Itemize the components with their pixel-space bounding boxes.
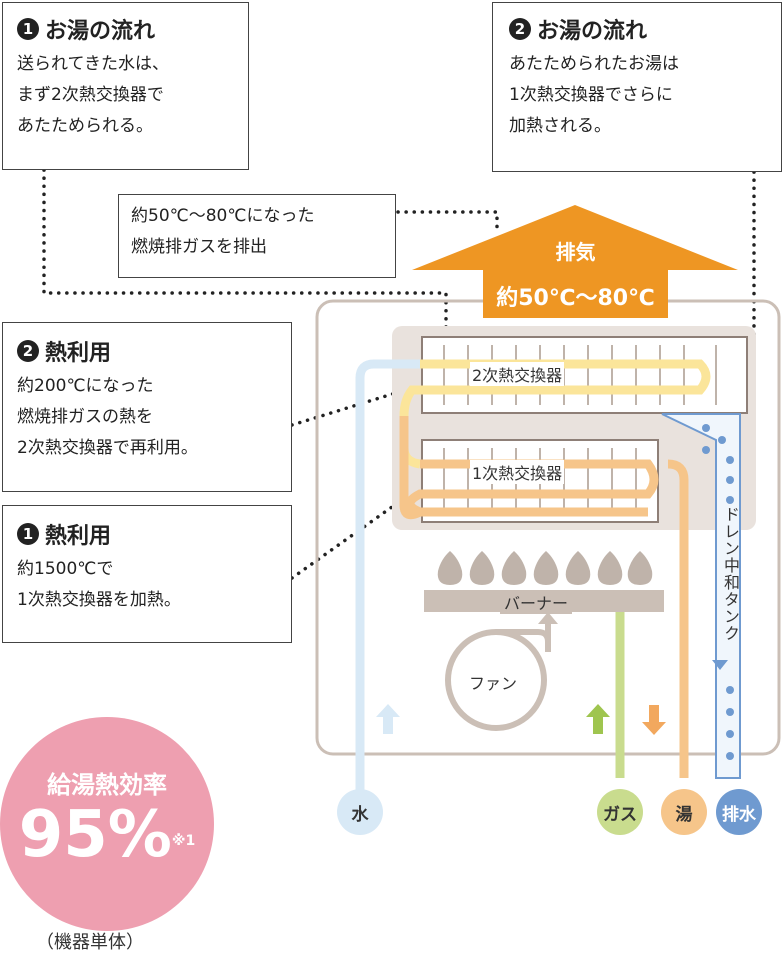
drain-drops bbox=[702, 424, 734, 760]
exhaust-temp: 約50℃〜80℃ bbox=[496, 286, 655, 311]
number-badge: 2 bbox=[509, 18, 531, 40]
callout-line: 約200℃になった bbox=[17, 376, 154, 396]
unit-caption: （機器単体） bbox=[36, 932, 144, 953]
callout-line: 燃焼排ガスの熱を bbox=[17, 407, 153, 427]
callout-line: まず2次熱交換器で bbox=[17, 85, 164, 105]
number-badge: 1 bbox=[17, 18, 39, 40]
exhaust-arrow bbox=[412, 205, 738, 318]
port-water: 水 bbox=[337, 789, 383, 835]
callout-line: 約50℃〜80℃になった bbox=[131, 206, 315, 226]
hx1-coil bbox=[405, 459, 689, 778]
water-in-arrow bbox=[376, 704, 400, 734]
leader-exhaust bbox=[396, 210, 499, 234]
callout-line: 燃焼排ガスを排出 bbox=[131, 237, 267, 257]
number-badge: 1 bbox=[17, 523, 39, 545]
callout-line: 2次熱交換器で再利用。 bbox=[17, 438, 198, 458]
gas-in-arrow bbox=[586, 704, 610, 734]
callout-title: お湯の流れ bbox=[537, 19, 648, 44]
callout-line: 約1500℃で bbox=[17, 559, 114, 579]
port-hot-water: 湯 bbox=[661, 789, 707, 835]
callout-flow2: 2 お湯の流れ あたためられたお湯は 1次熱交換器でさらに 加熱される。 bbox=[492, 2, 782, 172]
callout-heat2: 2 熱利用 約200℃になった 燃焼排ガスの熱を 2次熱交換器で再利用。 bbox=[2, 322, 292, 492]
hx2-label: 2次熱交換器 bbox=[470, 362, 565, 386]
drain-tank-label: ドレン中和タンク bbox=[721, 506, 740, 642]
callout-heat1: 1 熱利用 約1500℃で 1次熱交換器を加熱。 bbox=[2, 505, 292, 643]
callout-line: あたためられたお湯は bbox=[509, 54, 679, 74]
port-drain: 排水 bbox=[716, 789, 762, 835]
burner-flames bbox=[437, 551, 653, 585]
efficiency-label: 給湯熱効率 bbox=[47, 771, 167, 799]
fan-label: ファン bbox=[469, 674, 518, 693]
callout-flow1: 1 お湯の流れ 送られてきた水は、 まず2次熱交換器で あたためられる。 bbox=[2, 2, 249, 170]
callout-line: 1次熱交換器でさらに bbox=[509, 85, 673, 105]
burner-label: バーナー bbox=[500, 590, 573, 614]
efficiency-value: 95% bbox=[18, 798, 172, 872]
coil-joint bbox=[399, 416, 423, 520]
hx1-label: 1次熱交換器 bbox=[470, 460, 565, 484]
fan-arrow bbox=[538, 612, 558, 624]
leader-flow1 bbox=[42, 168, 448, 472]
callout-line: 送られてきた水は、 bbox=[17, 54, 169, 74]
callout-exhaust: 約50℃〜80℃になった 燃焼排ガスを排出 bbox=[118, 194, 396, 278]
callout-line: 加熱される。 bbox=[509, 116, 611, 136]
callout-title: 熱利用 bbox=[45, 341, 112, 366]
callout-title: 熱利用 bbox=[45, 524, 112, 549]
drain-tank bbox=[661, 413, 741, 779]
drain-arrow bbox=[712, 660, 728, 670]
port-gas: ガス bbox=[597, 789, 643, 835]
efficiency-note: ※1 bbox=[171, 833, 196, 849]
efficiency-badge: 給湯熱効率 95%※1 bbox=[0, 717, 214, 931]
callout-line: 1次熱交換器を加熱。 bbox=[17, 590, 181, 610]
number-badge: 2 bbox=[17, 340, 39, 362]
hot-out-arrow bbox=[642, 705, 666, 735]
callout-line: あたためられる。 bbox=[17, 116, 153, 136]
water-pipe bbox=[355, 359, 420, 790]
exhaust-label: 排気 bbox=[555, 240, 596, 264]
callout-title: お湯の流れ bbox=[45, 19, 156, 44]
